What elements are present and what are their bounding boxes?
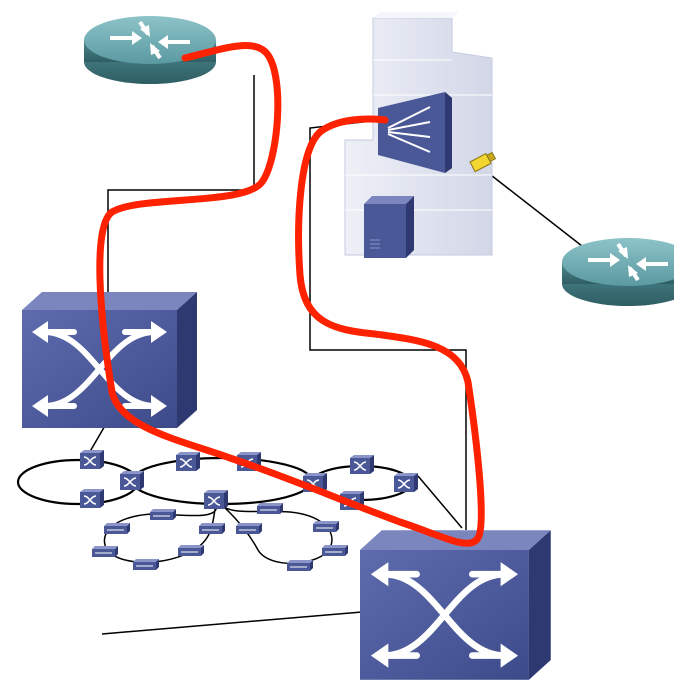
link-left-switch-ring xyxy=(87,423,107,456)
server-box-icon xyxy=(364,196,414,258)
modem-icon xyxy=(469,151,497,173)
router-top xyxy=(82,14,218,86)
highlighted-path xyxy=(96,42,485,547)
cross-connect-right xyxy=(360,530,551,680)
link-ring-right-switch xyxy=(417,475,463,529)
link-bottom-line xyxy=(101,611,363,635)
link-modem-router xyxy=(486,171,583,247)
adm-rings xyxy=(103,504,333,564)
mini-switch-icons xyxy=(79,449,419,511)
router-right xyxy=(560,236,674,308)
link-router-to-left-switch xyxy=(107,75,255,295)
fan-out-icon xyxy=(378,92,452,173)
